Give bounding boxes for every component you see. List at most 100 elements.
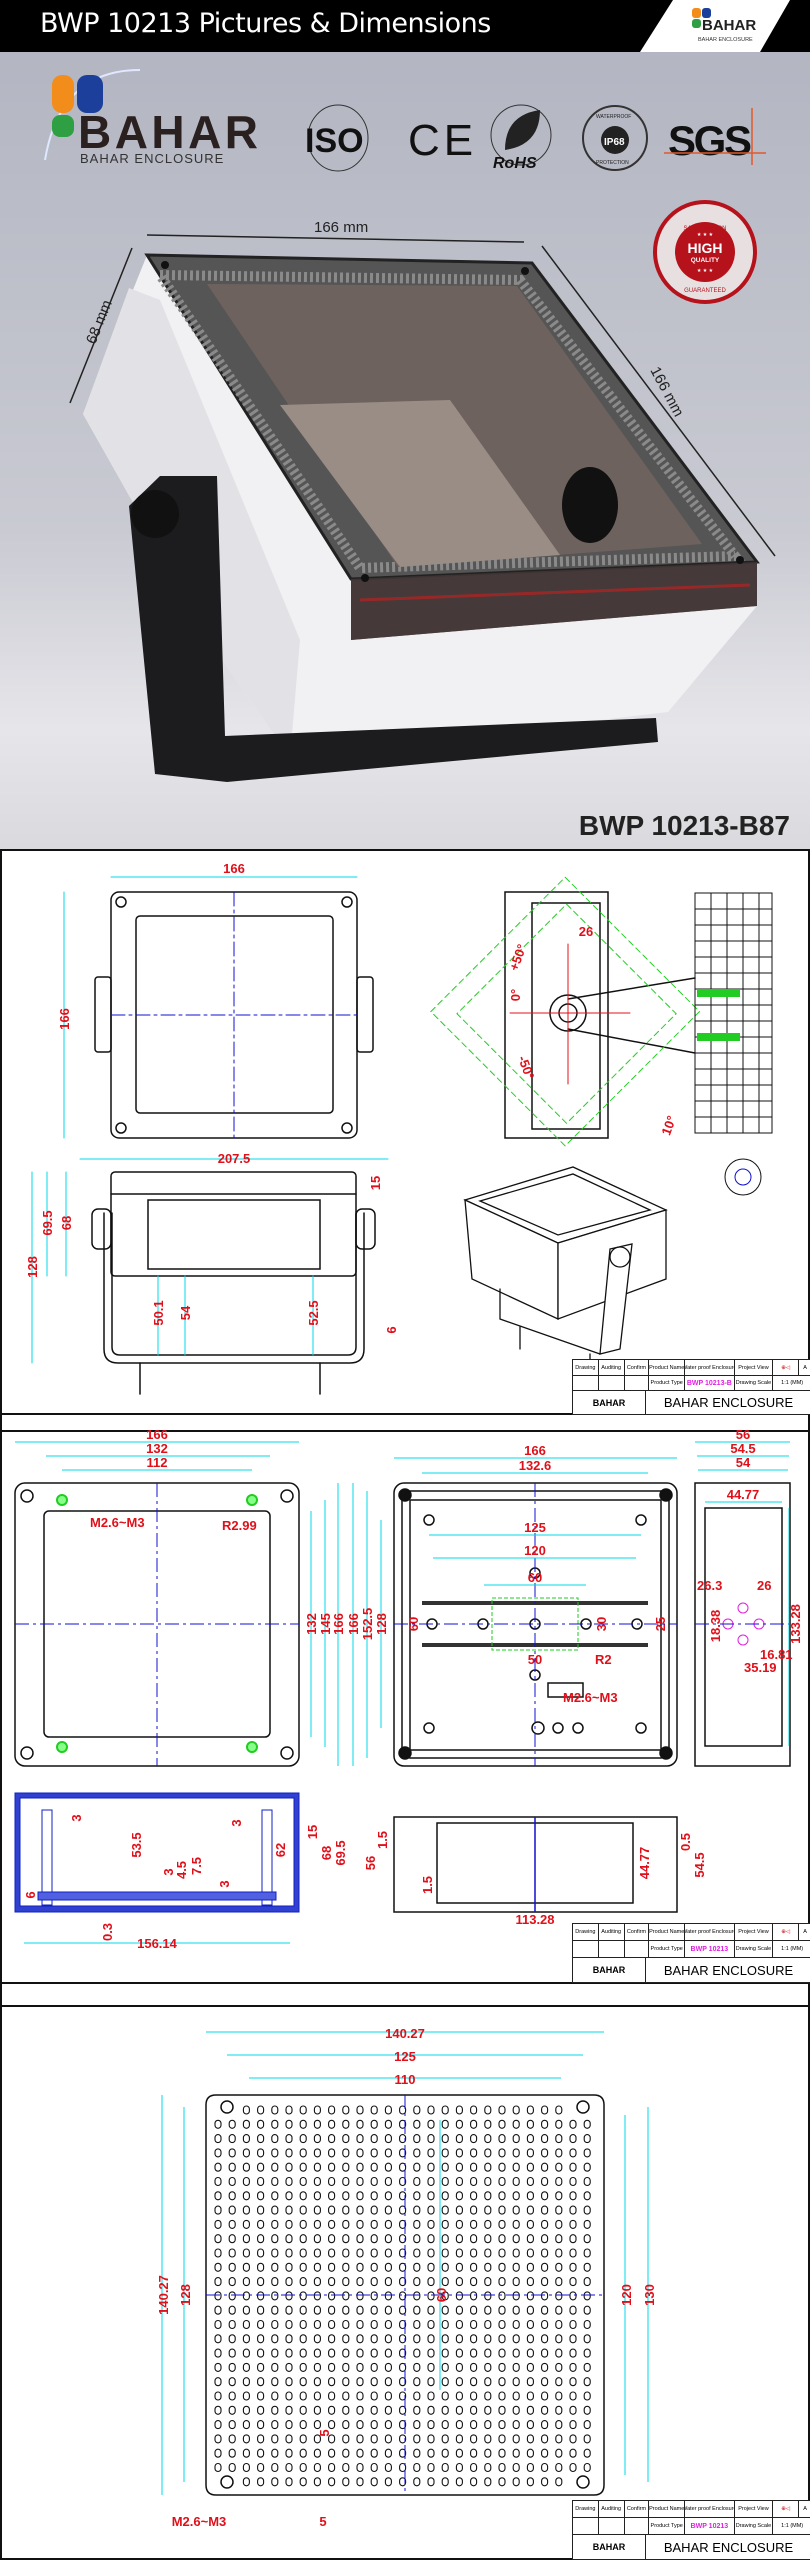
perforation-hole — [242, 2305, 250, 2315]
perforation-hole — [384, 2405, 392, 2415]
perforation-hole — [399, 2334, 407, 2344]
perforation-hole — [370, 2277, 378, 2287]
perforation-hole — [455, 2405, 463, 2415]
perforation-hole — [399, 2277, 407, 2287]
dim-label: +50° — [506, 942, 529, 973]
perforation-hole — [512, 2334, 520, 2344]
perforation-hole — [427, 2119, 435, 2129]
dim-label: 140.27 — [156, 2275, 171, 2315]
perforation-hole — [285, 2462, 293, 2473]
perforation-hole — [498, 2119, 506, 2129]
perforation-hole — [512, 2405, 520, 2415]
perforation-hole — [384, 2291, 392, 2301]
perforation-hole — [370, 2148, 378, 2158]
perforation-hole — [313, 2105, 321, 2115]
dim-label: 56 — [736, 1430, 750, 1442]
perforation-hole — [214, 2334, 222, 2344]
perforation-hole — [242, 2477, 250, 2487]
perforation-hole — [427, 2105, 435, 2115]
dim-label: 3 — [229, 1819, 244, 1826]
perforation-hole — [541, 2219, 549, 2229]
dim-label: 26 — [579, 924, 593, 939]
perforation-hole — [399, 2291, 407, 2301]
perforation-hole — [541, 2162, 549, 2172]
dim-label: 207.5 — [218, 1151, 251, 1166]
perforation-hole — [328, 2434, 336, 2444]
dim-label: 6 — [384, 1326, 399, 1333]
perforation-hole — [242, 2377, 250, 2387]
perforation-hole — [569, 2405, 577, 2415]
perforation-hole — [583, 2205, 591, 2215]
dim-label: 53.5 — [129, 1832, 144, 1857]
perforation-hole — [257, 2405, 265, 2415]
perforation-hole — [455, 2248, 463, 2258]
perforation-hole — [583, 2391, 591, 2401]
perforation-hole — [342, 2420, 350, 2430]
perforation-hole — [242, 2420, 250, 2430]
perforation-hole — [427, 2134, 435, 2144]
perforation-hole — [342, 2305, 350, 2315]
perforation-hole — [313, 2119, 321, 2129]
perforation-hole — [370, 2362, 378, 2372]
perforation-hole — [569, 2448, 577, 2458]
perforation-hole — [555, 2262, 563, 2272]
perforation-hole — [271, 2291, 279, 2301]
perforation-hole — [214, 2348, 222, 2358]
perforation-hole — [455, 2448, 463, 2458]
perforation-hole — [242, 2334, 250, 2344]
perforation-hole — [413, 2191, 421, 2201]
perforation-hole — [413, 2205, 421, 2215]
side-elevation-view — [393, 1816, 678, 1913]
dim-label: 10° — [658, 1114, 679, 1138]
dim-label: 4.5 — [174, 1861, 189, 1879]
dim-label: 1.5 — [420, 1876, 435, 1894]
perforation-hole — [455, 2105, 463, 2115]
perforated-mounting-plate — [205, 2094, 605, 2496]
perforation-hole — [484, 2119, 492, 2129]
perforation-hole — [470, 2448, 478, 2458]
perforation-hole — [370, 2420, 378, 2430]
perforation-hole — [228, 2420, 236, 2430]
perforation-hole — [271, 2362, 279, 2372]
perforation-hole — [299, 2262, 307, 2272]
perforation-hole — [370, 2176, 378, 2187]
perforation-hole — [498, 2305, 506, 2315]
perforation-hole — [399, 2162, 407, 2172]
perforation-hole — [470, 2277, 478, 2287]
perforation-hole — [441, 2134, 449, 2144]
perforation-hole — [441, 2348, 449, 2358]
perforation-hole — [541, 2191, 549, 2201]
perforation-hole — [356, 2448, 364, 2458]
perforation-hole — [384, 2191, 392, 2201]
dim-label: M2.6~M3 — [90, 1515, 145, 1530]
perforation-hole — [427, 2305, 435, 2315]
perforation-hole — [470, 2334, 478, 2344]
perforation-hole — [569, 2162, 577, 2172]
perforation-hole — [399, 2105, 407, 2115]
perforation-hole — [413, 2420, 421, 2430]
perforation-hole — [299, 2219, 307, 2229]
perforation-hole — [299, 2162, 307, 2172]
perforation-hole — [470, 2377, 478, 2387]
perforation-hole — [569, 2348, 577, 2358]
perforation-hole — [370, 2248, 378, 2258]
perforation-hole — [214, 2362, 222, 2372]
perforation-hole — [455, 2420, 463, 2430]
perforation-hole — [427, 2334, 435, 2344]
perforation-hole — [413, 2162, 421, 2172]
perforation-hole — [257, 2176, 265, 2187]
svg-text:GUARANTEED: GUARANTEED — [684, 288, 726, 294]
perforation-hole — [470, 2205, 478, 2215]
perforation-hole — [342, 2334, 350, 2344]
dim-label: 60 — [406, 1617, 421, 1631]
perforation-hole — [512, 2391, 520, 2401]
perforation-hole — [214, 2176, 222, 2187]
perforation-hole — [569, 2134, 577, 2144]
perforation-hole — [455, 2176, 463, 2187]
perforation-hole — [285, 2377, 293, 2387]
perforation-hole — [526, 2176, 534, 2187]
perforation-hole — [441, 2334, 449, 2344]
perforation-hole — [242, 2362, 250, 2372]
perforation-hole — [441, 2319, 449, 2330]
